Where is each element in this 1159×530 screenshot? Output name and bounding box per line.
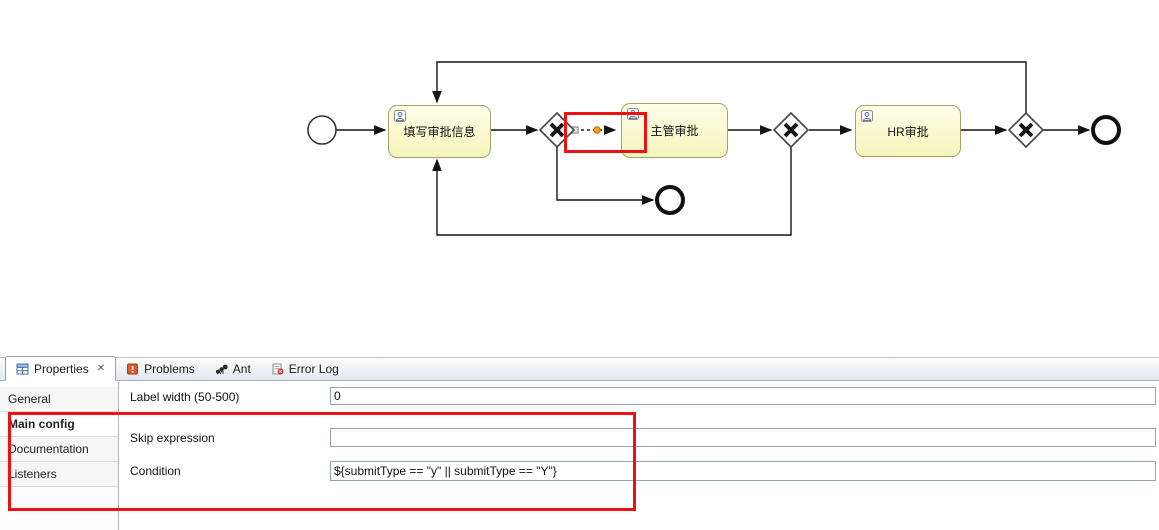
problems-icon — [127, 363, 139, 375]
condition-input[interactable] — [330, 461, 1156, 481]
sidebar-item-main-config[interactable]: Main config — [0, 412, 118, 437]
sequence-flow-loop-bottom[interactable] — [432, 147, 792, 236]
sidebar-item-documentation[interactable]: Documentation — [0, 437, 118, 462]
end-event[interactable] — [655, 185, 685, 215]
user-task-manager-approval[interactable]: 主管审批 — [621, 103, 728, 158]
tab-label: Error Log — [288, 362, 339, 376]
user-task-icon — [394, 110, 406, 122]
tab-label: Properties — [34, 361, 89, 376]
sequence-flow-loop-top[interactable] — [432, 61, 1027, 113]
exclusive-gateway[interactable] — [772, 111, 810, 149]
properties-section-list: General Main config Documentation Listen… — [0, 382, 119, 530]
user-task-fill-approval-info[interactable]: 填写审批信息 — [388, 105, 491, 158]
end-event[interactable] — [1091, 115, 1121, 145]
user-task-hr-approval[interactable]: HR审批 — [855, 105, 961, 157]
exclusive-gateway[interactable] — [538, 111, 576, 149]
sidebar-item-listeners[interactable]: Listeners — [0, 462, 118, 487]
properties-icon — [16, 363, 29, 374]
tab-label: Problems — [144, 362, 195, 376]
user-task-icon — [861, 110, 873, 122]
ant-icon — [215, 364, 228, 375]
skip-expression-input[interactable] — [330, 428, 1156, 447]
label-width-label: Label width (50-500) — [130, 390, 240, 404]
skip-expression-label: Skip expression — [130, 431, 215, 445]
tab-label: Ant — [232, 362, 251, 376]
tab-problems[interactable]: Problems — [116, 358, 205, 380]
task-label: 填写审批信息 — [403, 125, 476, 139]
bpmn-canvas[interactable] — [0, 0, 1159, 357]
condition-label: Condition — [130, 464, 181, 478]
task-label: HR审批 — [887, 124, 929, 139]
view-tab-bar: Properties ✕ Problems Ant — [0, 356, 1159, 381]
tab-ant[interactable]: Ant — [205, 358, 261, 380]
label-width-input[interactable] — [330, 387, 1156, 405]
sequence-flow-selected[interactable] — [571, 125, 617, 135]
start-event[interactable] — [307, 115, 337, 145]
tab-properties[interactable]: Properties ✕ — [5, 356, 117, 381]
error-log-icon — [272, 363, 284, 375]
flow-bendpoint[interactable] — [593, 126, 601, 134]
sequence-flow-branch[interactable] — [556, 147, 655, 205]
sidebar-item-general[interactable]: General — [0, 387, 118, 412]
properties-form: Label width (50-500) Skip expression Con… — [120, 382, 1159, 530]
user-task-icon — [627, 108, 639, 120]
exclusive-gateway[interactable] — [1007, 111, 1045, 149]
tab-error-log[interactable]: Error Log — [261, 358, 349, 380]
task-label: 主管审批 — [650, 124, 699, 138]
close-icon[interactable]: ✕ — [96, 363, 106, 374]
